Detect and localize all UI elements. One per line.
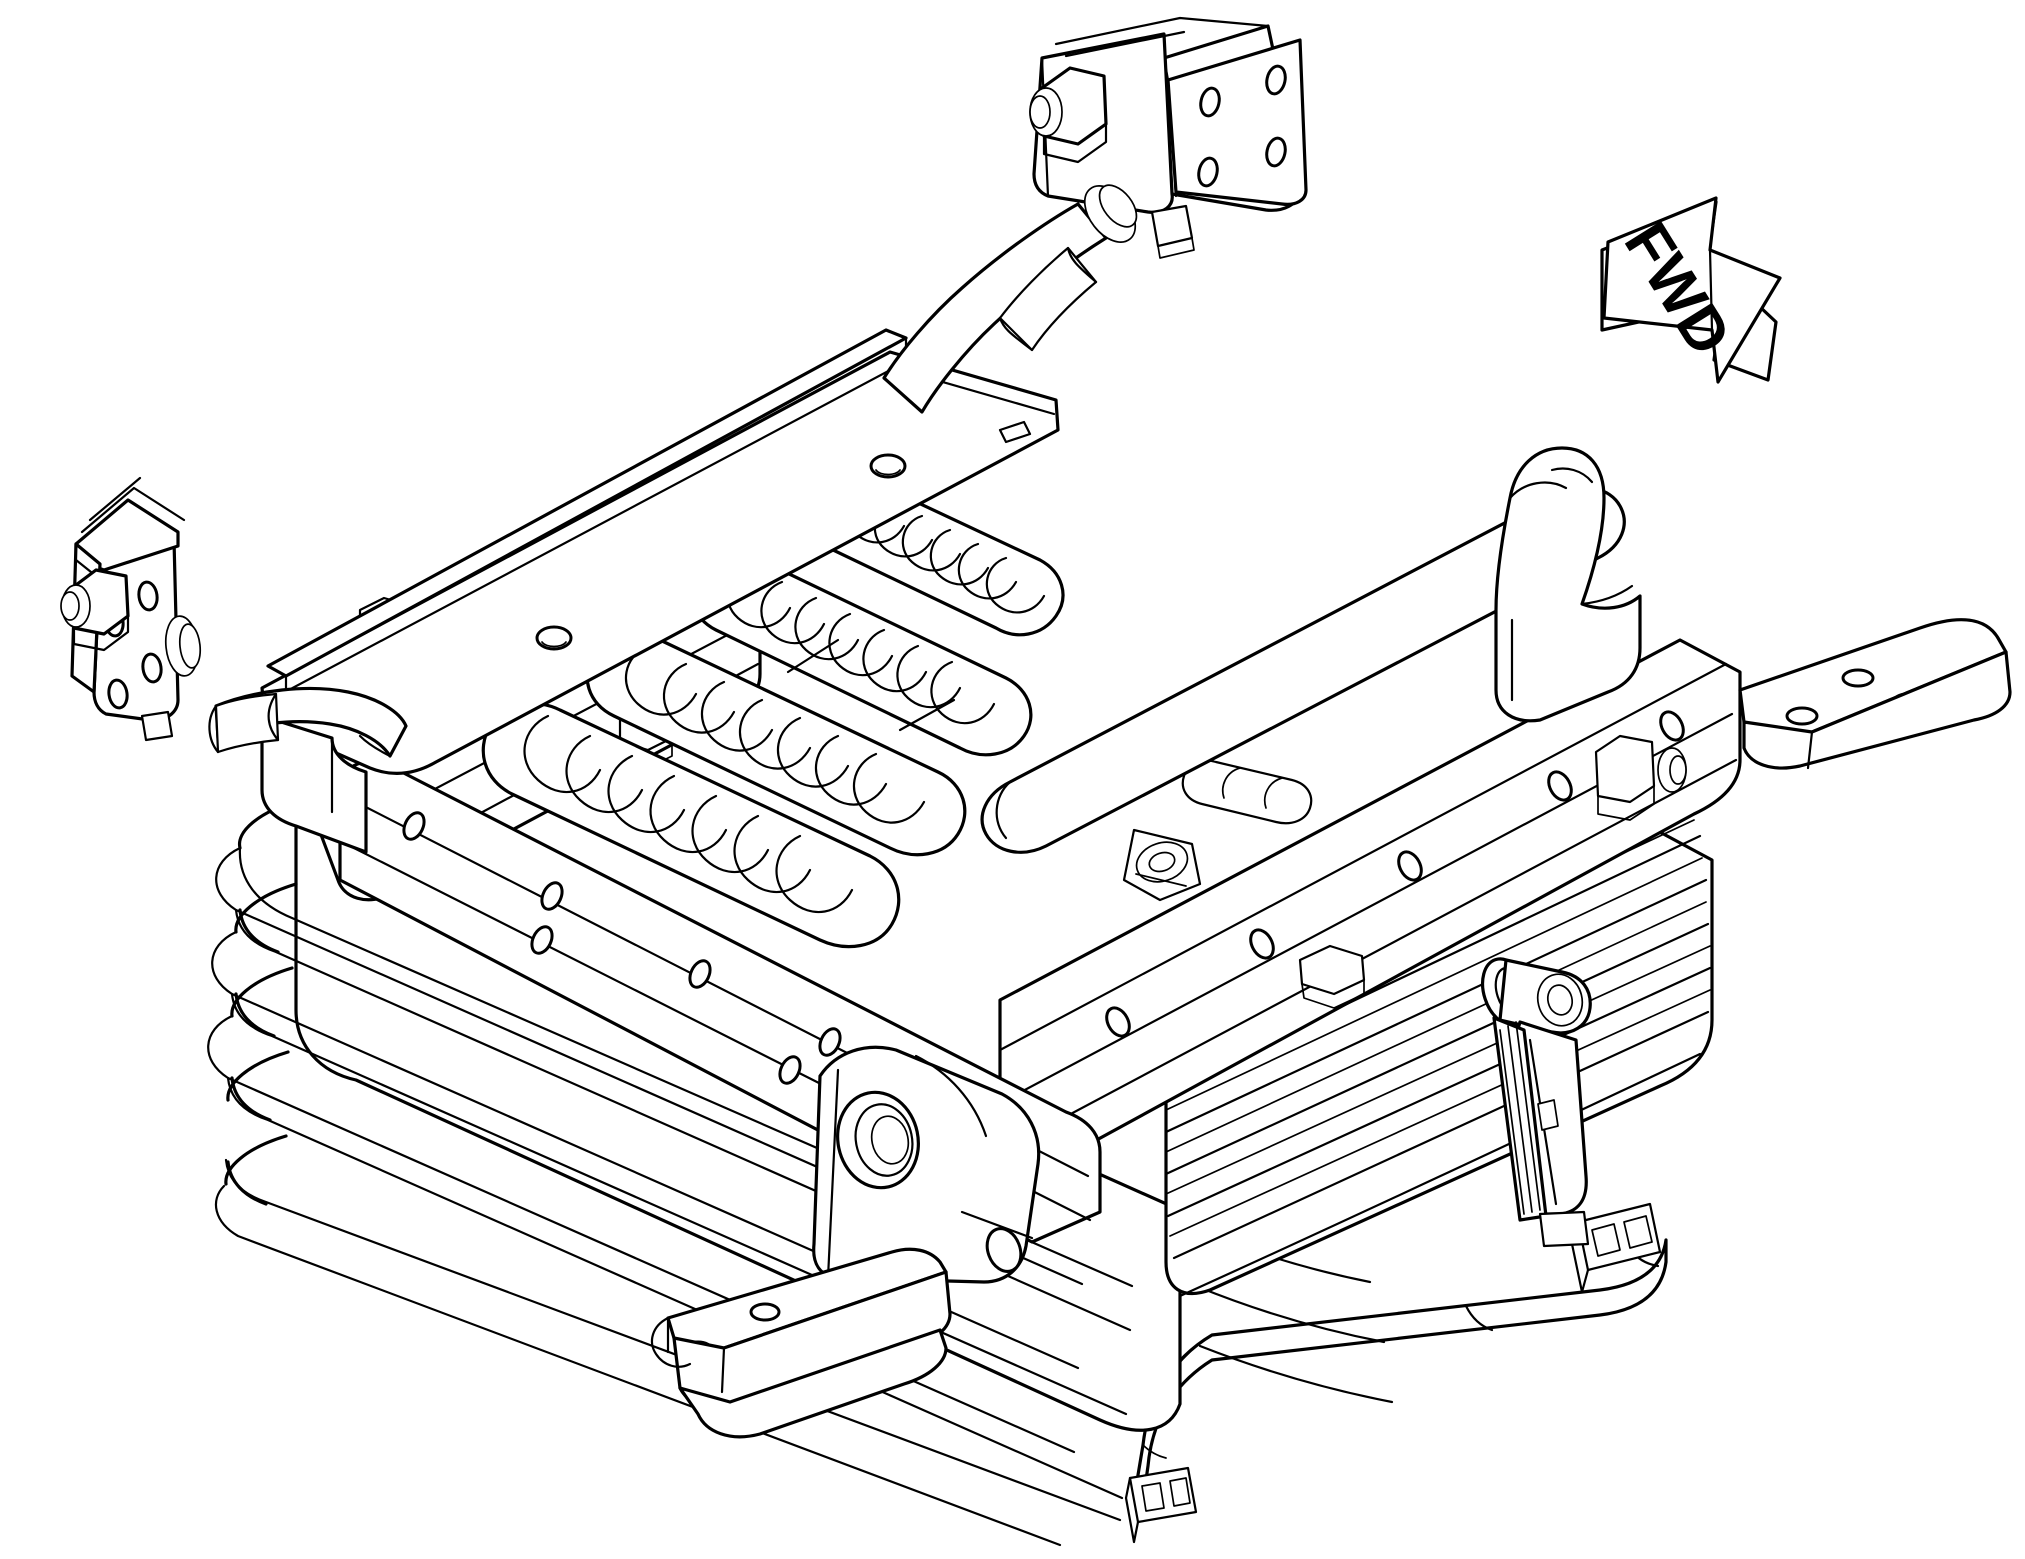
lower-left-mount-rail[interactable] — [650, 1247, 952, 1439]
coil-spring-bank — [481, 462, 1065, 949]
pivot-fitting — [1122, 828, 1202, 902]
fwd-direction-arrow: FWD — [1600, 196, 1782, 384]
bracket-bolt-hole — [1197, 64, 1287, 188]
release-lever[interactable] — [1475, 953, 1592, 1248]
plate-hole — [535, 453, 907, 651]
left-link-rod — [208, 686, 408, 758]
left-side-wall — [260, 714, 368, 854]
rail-hole — [1105, 710, 1685, 1038]
rod-collar — [1083, 184, 1138, 243]
retainer-clip-left — [1124, 1466, 1198, 1544]
hex-bolt — [60, 568, 130, 652]
retainer-clip-right — [1570, 1202, 1662, 1294]
bracket-stud — [1150, 204, 1195, 259]
bellows-cover-right — [1164, 814, 1714, 1298]
top-cover-plate — [260, 328, 1060, 775]
hex-bolt — [1594, 734, 1687, 821]
hex-boss — [1298, 944, 1366, 1009]
right-corner-bracket — [1494, 446, 1687, 821]
right-mount-rail[interactable] — [1738, 618, 2012, 770]
rail-hole — [402, 811, 842, 1085]
hex-bolt — [1029, 66, 1108, 164]
left-mount-bracket[interactable] — [60, 476, 202, 742]
rod-collar — [164, 615, 202, 677]
upper-link-rod — [882, 202, 1108, 414]
upper-mount-bracket[interactable] — [1029, 16, 1308, 259]
